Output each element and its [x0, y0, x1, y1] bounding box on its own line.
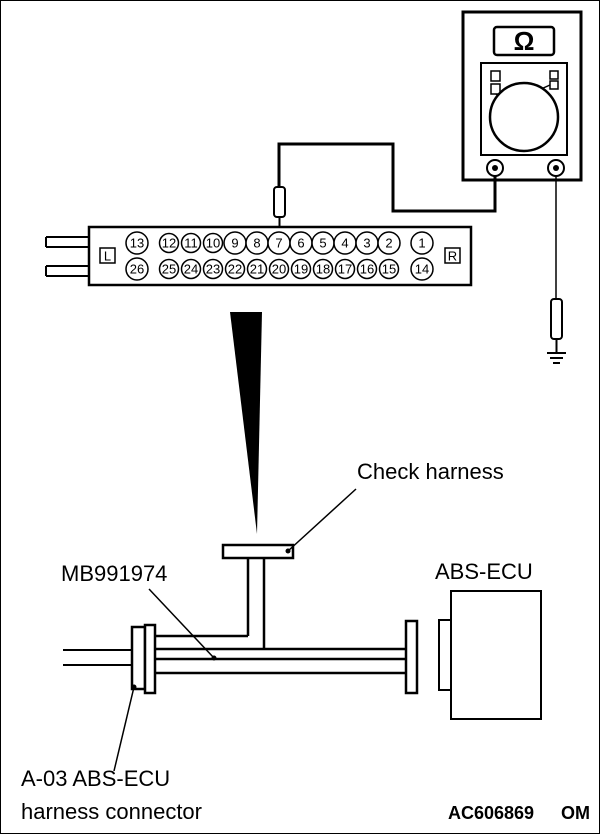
connector-side-right: R	[448, 249, 457, 264]
probe-icon	[273, 186, 286, 233]
connector-pin	[202, 232, 224, 254]
test-lead-positive	[277, 142, 497, 213]
connector-pin-label: 20	[272, 262, 286, 277]
connector-pin	[125, 257, 149, 281]
connector-pin	[224, 258, 246, 280]
connector-pin-label: 3	[363, 236, 370, 251]
connector-pin	[290, 258, 312, 280]
connector-pin	[312, 258, 334, 280]
connector-pin	[180, 232, 202, 254]
leader-check-harness	[287, 488, 357, 552]
connector-pin-label: 25	[162, 262, 176, 277]
connector-pin	[125, 231, 149, 255]
connector-pin-label: 11	[184, 236, 198, 251]
connector-pin-label: 17	[338, 262, 352, 277]
connector-pin-label: 24	[184, 262, 198, 277]
abs-ecu-box	[450, 590, 542, 720]
connector-pin-label: 16	[360, 262, 374, 277]
connector-pin	[202, 258, 224, 280]
connector-pin-label: 2	[385, 236, 392, 251]
connector-pin-label: 21	[250, 262, 264, 277]
connector-side-left: L	[104, 249, 111, 264]
connector-pin-label: 19	[294, 262, 308, 277]
connector-pin-label: 15	[382, 262, 396, 277]
ohm-symbol: Ω	[514, 26, 535, 56]
ohmmeter: Ω	[461, 10, 583, 182]
connector-pin-label: 13	[130, 236, 144, 251]
check-harness-tap	[221, 543, 295, 560]
connector-pin-label: 22	[228, 262, 242, 277]
leader-mb991974	[148, 588, 215, 659]
connector-pin-label: 8	[253, 236, 260, 251]
label-mb991974: MB991974	[61, 561, 167, 586]
mb991974-ecu-connector	[404, 619, 419, 695]
meter-dial	[488, 81, 560, 153]
connector-pin-label: 23	[206, 262, 220, 277]
connector-pin	[410, 257, 434, 281]
connector-pin-label: 6	[297, 236, 304, 251]
connector-pin	[180, 258, 202, 280]
connector-pin-label: 4	[341, 236, 348, 251]
connector-pin-label: 14	[415, 262, 429, 277]
connector-pin-label: 1	[418, 236, 425, 251]
connector-pin	[378, 258, 400, 280]
ground-probe	[550, 298, 563, 353]
label-harness-connector-1: A-03 ABS-ECU	[21, 766, 170, 791]
label-harness-connector-2: harness connector	[21, 799, 202, 824]
view-indicator-wedge	[230, 312, 262, 534]
connector-pin	[356, 258, 378, 280]
connector-pin	[410, 231, 434, 255]
connector-pin	[268, 258, 290, 280]
harness-connector-a03	[130, 625, 147, 691]
leader-harness-connector	[113, 686, 135, 772]
connector-pin-label: 5	[319, 236, 326, 251]
ground-icon	[547, 352, 566, 364]
label-abs-ecu: ABS-ECU	[435, 559, 533, 584]
mb991974-harness	[155, 634, 407, 675]
connector-pin-label: 7	[275, 236, 282, 251]
connector-pin-label: 9	[231, 236, 238, 251]
connector-bottom-row: 26 25 24 23 22 21 20 19 18 17 16 15 14	[125, 257, 434, 281]
connector-pin	[158, 258, 180, 280]
connector-pin	[377, 231, 401, 255]
figure-code: AC606869	[448, 803, 534, 823]
connector-pin-label: 18	[316, 262, 330, 277]
label-check-harness: Check harness	[357, 459, 504, 484]
connector-pin-label: 12	[162, 236, 176, 251]
connector-pin-label: 26	[130, 262, 144, 277]
figure-suffix: OM	[561, 803, 590, 823]
connector-pin	[246, 258, 268, 280]
connector-pin	[334, 258, 356, 280]
connector-pin	[158, 232, 180, 254]
connector-pin-label: 10	[206, 236, 220, 251]
